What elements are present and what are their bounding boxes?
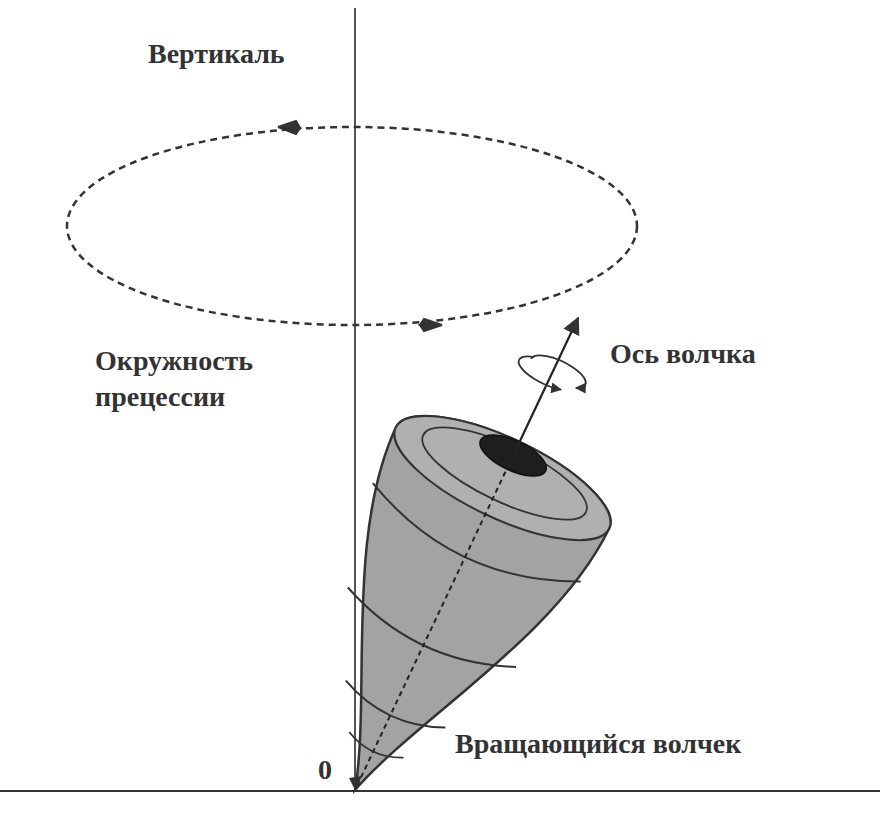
top-band bbox=[346, 732, 403, 764]
top-band bbox=[361, 483, 581, 606]
circle-label: Окружность прецессии bbox=[95, 343, 335, 416]
precession-arrowhead bbox=[420, 319, 442, 331]
precession-arrowhead bbox=[278, 121, 300, 134]
precession-circle bbox=[67, 127, 637, 325]
origin-label: 0 bbox=[318, 752, 332, 788]
top-tip bbox=[349, 776, 362, 790]
spin-arrow bbox=[528, 349, 590, 391]
vertical-line bbox=[354, 8, 356, 791]
axis-label: Вертикаль bbox=[148, 36, 285, 72]
top-axis bbox=[513, 318, 578, 455]
object-label: Вращающийся волчек bbox=[455, 726, 741, 762]
axis-label: Ось волчка bbox=[610, 336, 756, 372]
ground-line bbox=[0, 790, 880, 792]
spin-arrow bbox=[514, 352, 568, 392]
top-rim bbox=[379, 392, 627, 565]
